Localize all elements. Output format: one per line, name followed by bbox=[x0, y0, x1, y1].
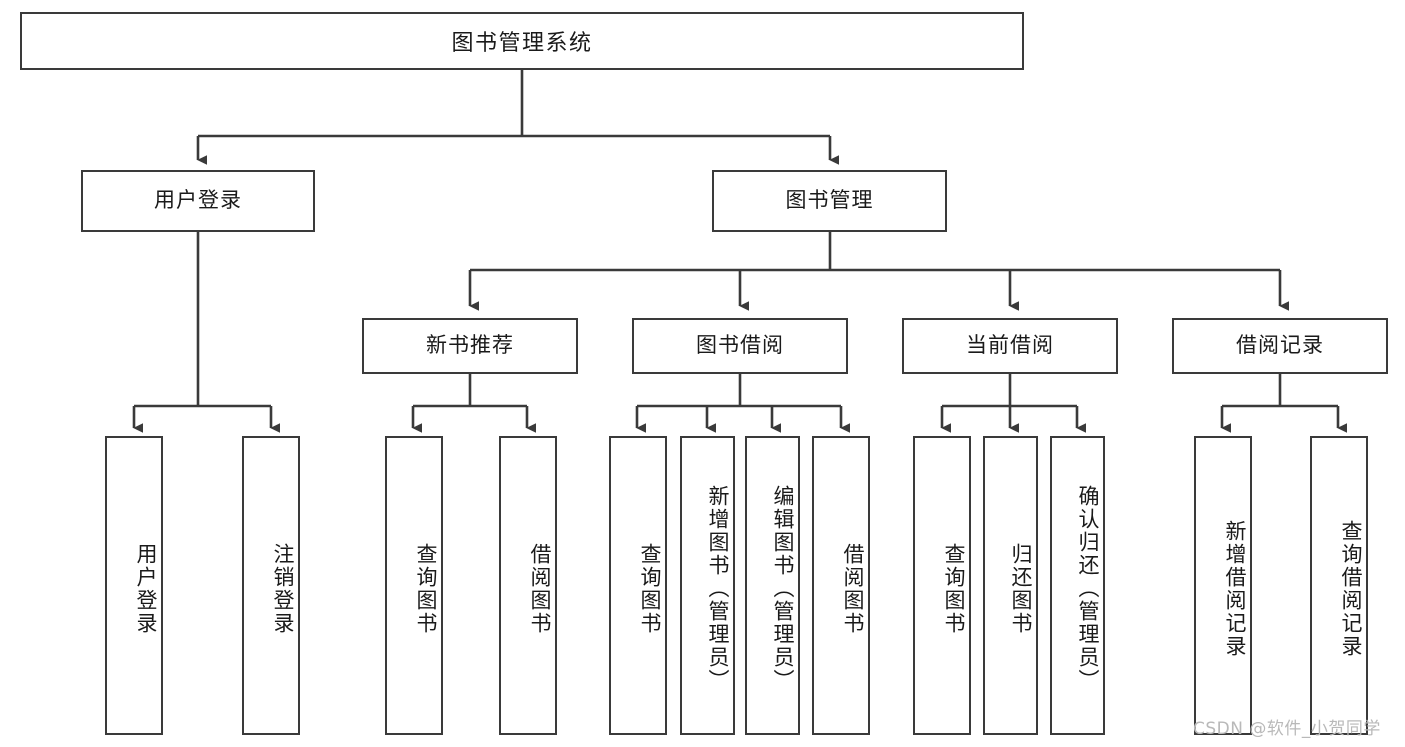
leaf-newbook-borrow-book[interactable]: 借阅图书 bbox=[499, 436, 557, 735]
node-book-borrow[interactable]: 图书借阅 bbox=[632, 318, 848, 374]
leaf-borrowrecord-add-record[interactable]: 新增借阅记录 bbox=[1194, 436, 1252, 735]
node-root-system[interactable]: 图书管理系统 bbox=[20, 12, 1024, 70]
leaf-bookborrow-borrow-book[interactable]: 借阅图书 bbox=[812, 436, 870, 735]
leaf-newbook-query-book[interactable]: 查询图书 bbox=[385, 436, 443, 735]
leaf-borrowrecord-query-record[interactable]: 查询借阅记录 bbox=[1310, 436, 1368, 735]
leaf-currentborrow-confirm-return-admin[interactable]: 确认归还（管理员） bbox=[1050, 436, 1105, 735]
leaf-bookborrow-add-book-admin[interactable]: 新增图书（管理员） bbox=[680, 436, 735, 735]
node-user-login[interactable]: 用户登录 bbox=[81, 170, 315, 232]
node-borrow-record[interactable]: 借阅记录 bbox=[1172, 318, 1388, 374]
connector-newbook-to-leaves bbox=[411, 374, 536, 433]
leaf-currentborrow-return-book[interactable]: 归还图书 bbox=[983, 436, 1038, 735]
leaf-bookborrow-edit-book-admin[interactable]: 编辑图书（管理员） bbox=[745, 436, 800, 735]
connector-currentborrow-to-leaves bbox=[940, 374, 1086, 433]
connector-userlogin-to-leaves bbox=[132, 232, 280, 433]
leaf-bookborrow-query-book[interactable]: 查询图书 bbox=[609, 436, 667, 735]
connector-bookborrow-to-leaves bbox=[635, 374, 850, 433]
connector-bookmgmt-to-level3 bbox=[468, 232, 1289, 311]
node-new-book-recommend[interactable]: 新书推荐 bbox=[362, 318, 578, 374]
node-current-borrow[interactable]: 当前借阅 bbox=[902, 318, 1118, 374]
leaf-user-login-logout[interactable]: 注销登录 bbox=[242, 436, 300, 735]
leaf-user-login-login[interactable]: 用户登录 bbox=[105, 436, 163, 735]
leaf-currentborrow-query-book[interactable]: 查询图书 bbox=[913, 436, 971, 735]
connector-borrowrecord-to-leaves bbox=[1220, 374, 1347, 433]
connector-root-to-level2 bbox=[196, 70, 839, 165]
node-book-management[interactable]: 图书管理 bbox=[712, 170, 947, 232]
csdn-watermark: CSDN @软件_小贺同学 bbox=[1193, 719, 1381, 739]
